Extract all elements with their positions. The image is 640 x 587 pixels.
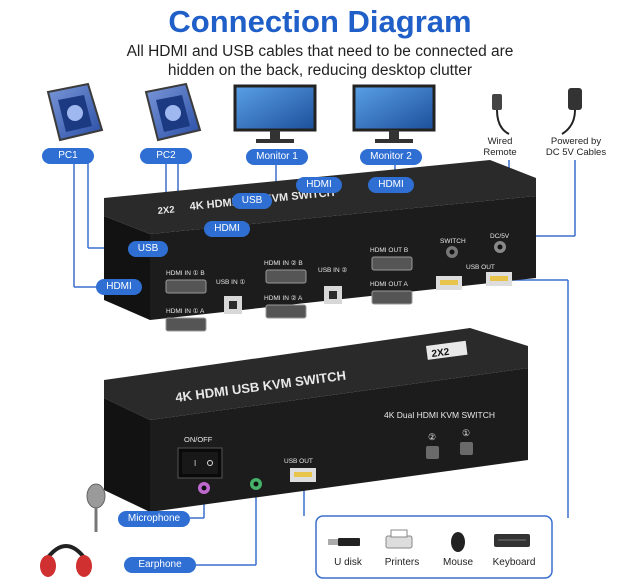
caption-power-line-2: DC 5V Cables (545, 147, 607, 158)
page-title: Connection Diagram (168, 4, 472, 39)
subtitle-line-2: hidden on the back, reducing desktop clu… (167, 62, 473, 79)
label-usb-in-2: USB IN ② (318, 266, 347, 274)
label-usb-in-1: USB IN ① (216, 278, 245, 286)
peripheral-label-printers: Printers (384, 557, 420, 568)
label-hdmi-in-1b: HDMI IN ① B (166, 269, 205, 277)
tag-monitor2: Monitor 2 (360, 149, 422, 165)
monitor2-icon (352, 84, 436, 143)
tag-hdmi-left: HDMI (96, 279, 142, 295)
label-back-usb-out: USB OUT (466, 264, 495, 271)
peripherals-box (315, 515, 553, 579)
pc1-icon (46, 82, 104, 142)
tag-usb-top: USB (232, 193, 272, 209)
caption-power-line-1: Powered by (550, 136, 602, 147)
caption-wired-remote: Wired Remote (472, 136, 528, 158)
microphone-icon (86, 483, 106, 532)
svg-text:I: I (194, 459, 196, 468)
caption-wired-remote-line-2: Remote (483, 147, 517, 158)
peripheral-label-keyboard: Keyboard (492, 557, 536, 568)
monitor1-icon (233, 84, 317, 143)
front-panel-device: 4K HDMI USB KVM SWITCH 2X2 4K Dual HDMI … (104, 328, 528, 512)
tag-hdmi-top-1: HDMI (296, 177, 342, 193)
mouse-icon (451, 532, 465, 552)
tag-pc2: PC2 (140, 148, 192, 164)
power-cable-icon (561, 88, 582, 135)
label-hdmi-in-2a: HDMI IN ② A (264, 294, 303, 302)
front-button-1-label: ① (462, 428, 470, 438)
pc2-icon (144, 82, 202, 142)
tag-microphone: Microphone (118, 511, 190, 527)
front-badge-label: 2X2 (431, 347, 451, 360)
peripheral-label-udisk: U disk (334, 557, 362, 568)
onoff-label: ON/OFF (184, 435, 213, 444)
tag-hdmi-top-2: HDMI (368, 177, 414, 193)
caption-power: Powered by DC 5V Cables (526, 136, 626, 158)
label-hdmi-in-2b: HDMI IN ② B (264, 259, 303, 267)
tag-pc1: PC1 (42, 148, 94, 164)
peripheral-label-mouse: Mouse (442, 557, 473, 568)
label-switch-port: SWITCH (440, 238, 466, 245)
label-hdmi-out-a: HDMI OUT A (370, 281, 408, 288)
page-subtitle: All HDMI and USB cables that need to be … (0, 42, 640, 80)
front-button-2-label: ② (428, 432, 436, 442)
tag-monitor1: Monitor 1 (246, 149, 308, 165)
headphones-icon (40, 544, 92, 577)
wired-remote-icon (492, 94, 510, 135)
label-hdmi-in-1a: HDMI IN ① A (166, 307, 205, 315)
label-dc5v-port: DC/5V (490, 233, 510, 240)
label-hdmi-out-b: HDMI OUT B (370, 247, 408, 254)
tag-usb-left: USB (128, 241, 168, 257)
front-subtitle: 4K Dual HDMI KVM SWITCH (384, 410, 495, 420)
subtitle-line-1: All HDMI and USB cables that need to be … (126, 43, 514, 60)
tag-earphone: Earphone (124, 557, 196, 573)
printer-icon (385, 529, 413, 549)
back-badge-label: 2X2 (157, 204, 175, 217)
usb-disk-icon (328, 538, 360, 546)
tag-hdmi-mid: HDMI (204, 221, 250, 237)
keyboard-icon (494, 534, 530, 547)
caption-wired-remote-line-1: Wired (487, 136, 513, 147)
label-front-usb-out: USB OUT (284, 458, 313, 465)
